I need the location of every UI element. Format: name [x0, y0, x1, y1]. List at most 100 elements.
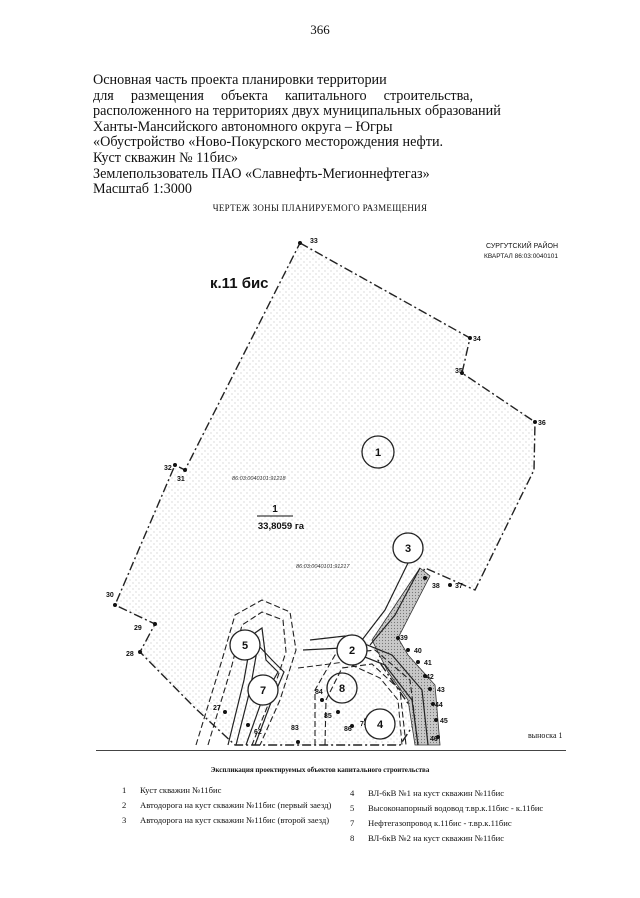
- vertex-32: [173, 463, 177, 467]
- object-marker-label: 4: [377, 719, 384, 731]
- vertex-label: 27: [213, 705, 221, 712]
- header-line-7: Землепользователь ПАО «Славнефть-Мегионн…: [93, 165, 430, 182]
- header-line-4: Ханты-Мансийского автономного округа – Ю…: [93, 118, 393, 135]
- page-number: 366: [310, 22, 330, 37]
- vertex-label: 30: [106, 592, 114, 599]
- vertex-30: [113, 603, 117, 607]
- object-marker-3: 3: [392, 532, 424, 564]
- vertex-62: [246, 723, 250, 727]
- parcel-number: 1: [272, 504, 278, 515]
- cadastral-number: 86:03:0040101:91218: [232, 476, 286, 482]
- object-marker-label: 2: [349, 645, 355, 657]
- vertex-label: 31: [177, 476, 185, 483]
- vertex-27: [223, 710, 227, 714]
- road-dashed: [324, 663, 407, 746]
- legend-item-text: Нефтегазопровод к.11бис - т.вр.к.11бис: [368, 818, 512, 828]
- legend-item-number: 8: [350, 833, 355, 843]
- vertex-42: [423, 674, 427, 678]
- object-marker-7: 7: [247, 674, 279, 706]
- legend-item-number: 1: [122, 785, 127, 795]
- header-line-8: Масштаб 1:3000: [93, 181, 192, 198]
- planning-map: 33 34 35 36 37 38 39 40 41 42 43 44 45 4…: [106, 238, 563, 746]
- header-line-6: Куст скважин № 11бис»: [93, 149, 239, 166]
- vertex-label: 45: [440, 718, 448, 725]
- header-word: размещения: [130, 87, 204, 104]
- legend-item: 8 ВЛ-6кВ №2 на куст скважин №11бис: [350, 833, 504, 843]
- vertex-37: [448, 583, 452, 587]
- vertex-label: 83: [291, 725, 299, 732]
- vertex-29: [153, 622, 157, 626]
- legend-item: 7 Нефтегазопровод к.11бис - т.вр.к.11бис: [350, 818, 512, 828]
- vertex-35: [460, 371, 464, 375]
- vertex-86: [350, 724, 354, 728]
- vertex-45: [434, 718, 438, 722]
- separator-line: [96, 750, 566, 751]
- vertex-label: 36: [538, 420, 546, 427]
- vertex-label: 32: [164, 465, 172, 472]
- parcel-boundary: [114, 242, 536, 746]
- header-word: объекта: [220, 87, 268, 104]
- header-line-3: расположенного на территориях двух муниц…: [93, 103, 501, 120]
- object-marker-1: 1: [361, 435, 395, 469]
- vertex-38: [423, 576, 427, 580]
- legend-item-text: ВЛ-6кВ №2 на куст скважин №11бис: [368, 833, 505, 843]
- vertex-label: 33: [310, 238, 318, 245]
- road-solid: [302, 647, 419, 746]
- vertex-39: [396, 636, 400, 640]
- vertex-label: 40: [414, 648, 422, 655]
- vertex-label: 34: [473, 336, 481, 343]
- callout-label: выноска 1: [528, 731, 563, 740]
- road-polyline: [369, 567, 421, 646]
- object-marker-label: 8: [339, 683, 345, 695]
- header-word: капитального: [285, 87, 367, 104]
- vertex-31: [183, 468, 187, 472]
- header-word: для: [93, 87, 114, 104]
- object-markers: 1 3 2 8 4 5 7: [229, 435, 424, 740]
- legend-item: 2 Автодорога на куст скважин №11бис (перв…: [122, 800, 331, 810]
- vertex-label: 38: [432, 583, 440, 590]
- vertex-points: [113, 241, 537, 744]
- vertex-40: [406, 648, 410, 652]
- vertex-label: 37: [455, 583, 463, 590]
- legend-item: 1 Куст скважин №11бис: [122, 785, 221, 795]
- object-marker-label: 7: [260, 685, 266, 697]
- legend-item-number: 2: [122, 800, 127, 810]
- vertex-label: 46: [430, 736, 438, 743]
- legend-item-text: Автодорога на куст скважин №11бис (первы…: [140, 800, 332, 810]
- legend-item-text: Куст скважин №11бис: [140, 785, 222, 795]
- vertex-41: [416, 660, 420, 664]
- object-marker-8: 8: [326, 672, 358, 704]
- vertex-84: [320, 698, 324, 702]
- header-line-5: «Обустройство «Ново-Покурского месторожд…: [93, 134, 444, 151]
- vertex-34: [468, 336, 472, 340]
- vertex-label: 62: [254, 729, 262, 736]
- vertex-44: [431, 702, 435, 706]
- road-dashed: [314, 649, 419, 746]
- cadastral-number: 86:03:0040101:91217: [296, 564, 350, 570]
- vertex-label: 39: [400, 635, 408, 642]
- vertex-label: 29: [134, 625, 142, 632]
- header-word: строительства,: [383, 87, 473, 104]
- road-solid: [309, 635, 429, 746]
- site-label: к.11 бис: [210, 275, 269, 292]
- legend-item-text: Высоконапорный водовод т.вр.к.11бис - к.…: [368, 803, 544, 813]
- vertex-83: [296, 740, 300, 744]
- vertex-label: 85: [324, 713, 332, 720]
- object-marker-5: 5: [229, 629, 261, 661]
- header-line-2: для размещения объекта капитального стро…: [93, 87, 473, 105]
- vertex-46: [436, 735, 440, 739]
- legend-item-text: Автодорога на куст скважин №11бис (второ…: [140, 815, 330, 825]
- parcel-area: 33,8059 га: [258, 521, 305, 532]
- legend-title: Экспликация проектируемых объектов капит…: [210, 766, 430, 774]
- object-marker-4: 4: [364, 708, 396, 740]
- vertex-label: 84: [315, 689, 323, 696]
- vertex-label: 42: [426, 674, 434, 681]
- drawing-title: ЧЕРТЕЖ ЗОНЫ ПЛАНИРУЕМОГО РАЗМЕЩЕНИЯ: [212, 203, 428, 213]
- legend-item-number: 7: [350, 818, 355, 828]
- object-marker-label: 5: [242, 640, 248, 652]
- vertex-label: 86: [344, 726, 352, 733]
- district-label: СУРГУТСКИЙ РАЙОН: [486, 241, 558, 250]
- vertex-85: [336, 710, 340, 714]
